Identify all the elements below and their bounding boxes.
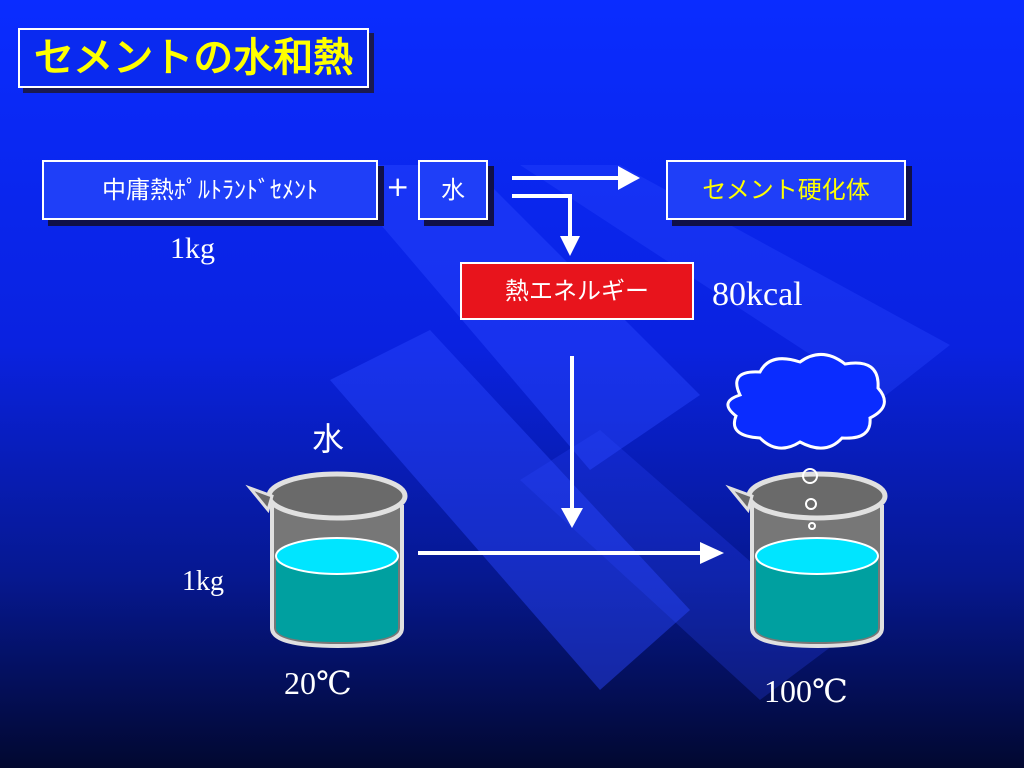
cement-mass-label: 1kg <box>170 232 215 265</box>
product-label: セメント硬化体 <box>702 176 870 204</box>
cement-label: 中庸熱ﾎﾟﾙﾄﾗﾝﾄﾞｾﾒﾝﾄ <box>102 176 318 204</box>
plus-sign: + <box>386 170 410 203</box>
heat-down-arrow <box>561 356 583 528</box>
cement-box: 中庸熱ﾎﾟﾙﾄﾗﾝﾄﾞｾﾒﾝﾄ <box>42 160 378 220</box>
water-label: 水 <box>441 176 465 204</box>
hot-water-surface <box>755 537 879 575</box>
water-box: 水 <box>418 160 488 220</box>
beaker-water-label: 水 <box>312 420 345 458</box>
steam-bubbles <box>802 468 818 530</box>
heating-arrow <box>418 542 724 564</box>
water-surface <box>275 537 399 575</box>
heat-value-label: 80kcal <box>712 276 803 313</box>
start-temperature: 20℃ <box>284 665 352 701</box>
beaker-start <box>245 471 408 649</box>
water-liquid <box>276 555 398 642</box>
end-temperature: 100℃ <box>764 673 848 709</box>
reaction-arrow <box>512 166 640 190</box>
page-title: セメントの水和熱 <box>18 28 370 88</box>
heat-energy-label: 熱エネルギー <box>505 277 649 305</box>
product-box: セメント硬化体 <box>666 160 906 220</box>
beaker-mass-label: 1kg <box>182 566 224 597</box>
steam-cloud-icon <box>726 353 886 450</box>
heat-branch-arrow <box>512 194 580 256</box>
hot-water-liquid <box>756 555 878 642</box>
beaker-end <box>725 471 888 649</box>
heat-energy-box: 熱エネルギー <box>460 262 694 320</box>
